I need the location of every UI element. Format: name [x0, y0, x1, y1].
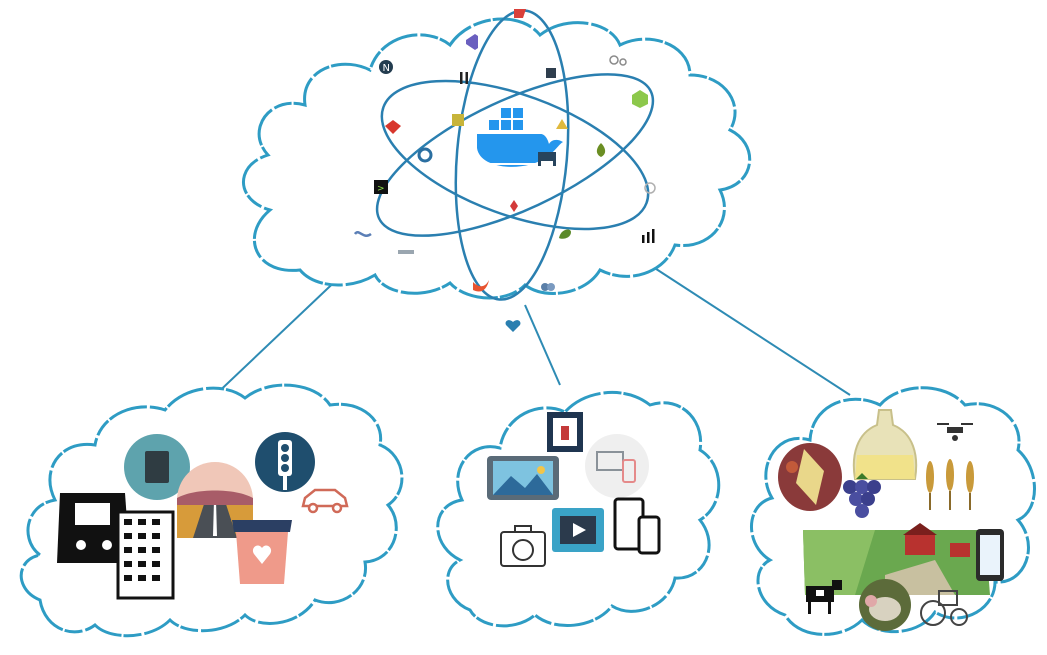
- small-text-icon: [398, 250, 414, 254]
- terminal-icon: >: [374, 180, 388, 194]
- leaf-icon: [559, 229, 571, 239]
- connector-right: [649, 264, 851, 396]
- cluster-smart-city: [57, 432, 349, 600]
- phone-tablet-icon: [613, 497, 661, 555]
- svg-text:N: N: [383, 63, 390, 74]
- building-icon: [116, 510, 175, 600]
- visual-studio-icon: [466, 34, 478, 50]
- smartphone-icon: [976, 529, 1004, 581]
- orbit-2: [375, 73, 655, 237]
- recycle-bin-icon: [124, 434, 190, 500]
- orbit-1: [380, 79, 650, 231]
- moby-dog-icon: [538, 152, 556, 166]
- butterfly-icon: [541, 283, 555, 291]
- node-icon: [632, 90, 648, 108]
- produce-icon: [778, 443, 842, 511]
- nginx-icon: N: [379, 60, 393, 74]
- image-tablet-icon: [487, 456, 559, 500]
- wave-icon: [353, 231, 372, 237]
- connector-left: [209, 271, 346, 401]
- network-icon: [609, 55, 627, 66]
- elixir-icon: [596, 143, 606, 157]
- car-icon: [301, 488, 349, 514]
- train-icon: [57, 493, 130, 563]
- yellow-square-icon: [452, 114, 464, 126]
- connector-middle: [524, 304, 561, 386]
- tractor-icon: [920, 590, 968, 626]
- pause-icon: [460, 72, 468, 84]
- oil-bottle-icon: [852, 409, 918, 480]
- signal-icon: [642, 229, 655, 243]
- redis-icon: [385, 120, 401, 134]
- cluster-agriculture: [778, 409, 1004, 631]
- devices-icon: [585, 434, 649, 498]
- drone-icon: [937, 423, 973, 441]
- logstash-icon: [514, 9, 526, 18]
- arrow-icon: [556, 119, 568, 129]
- orbit-nodes: N >: [353, 9, 656, 332]
- gear-icon: [417, 147, 433, 163]
- photo-frame-icon: [547, 412, 583, 452]
- camera-icon: [500, 525, 546, 567]
- cow-icon: [806, 580, 842, 614]
- sheep-icon: [859, 579, 911, 631]
- wheat-icon: [926, 459, 974, 510]
- swift-icon: [473, 280, 489, 292]
- connectors: [209, 264, 851, 401]
- grapes-icon: [843, 473, 881, 518]
- red-diamond-icon: [510, 200, 518, 212]
- cluster-media-devices: [487, 412, 661, 567]
- circle-icon: [644, 182, 656, 194]
- svg-text:>: >: [377, 184, 385, 194]
- heart-icon: [505, 320, 521, 332]
- dark-square-icon: [546, 68, 556, 78]
- video-player-icon: [552, 508, 604, 552]
- coffee-cup-icon: [232, 520, 292, 584]
- traffic-light-icon: [255, 432, 315, 492]
